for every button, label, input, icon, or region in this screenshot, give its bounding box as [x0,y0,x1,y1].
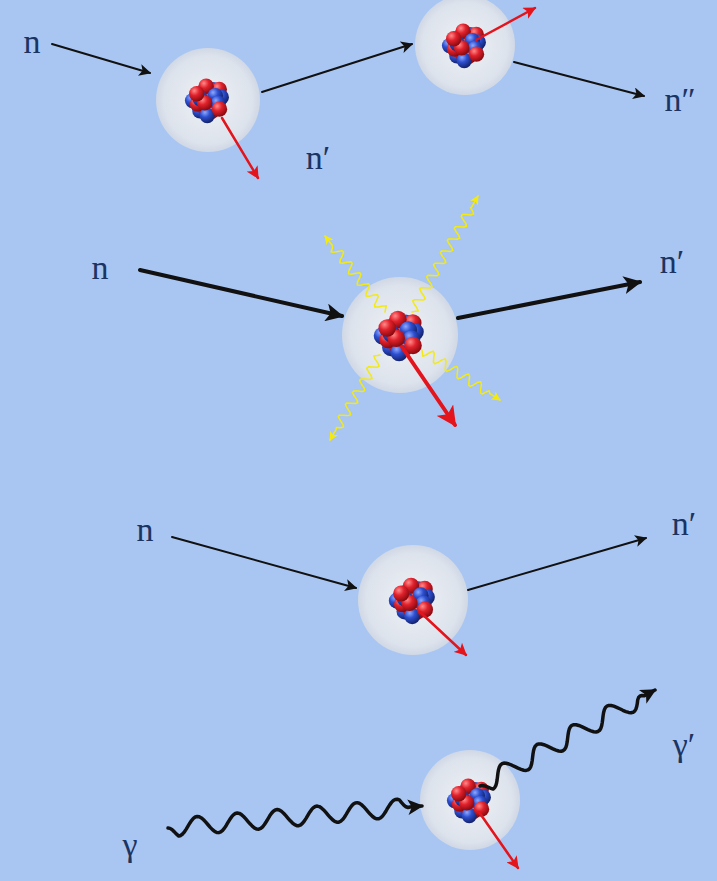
label-holder: n [92,251,109,285]
neutron-path [514,62,644,96]
nucleus [389,578,435,625]
recoil-arrow [222,118,258,178]
nucleus [442,24,486,69]
photon-path [480,690,655,789]
recoil-arrow [420,612,466,655]
neutron-path [140,270,342,316]
nucleus-halo [156,48,260,152]
label-holder: n′ [660,245,684,279]
particle-label: n′ [672,505,696,542]
label-holder: n″ [664,83,695,117]
label-holder: n [137,513,154,547]
proton [393,585,409,601]
nucleus [374,311,424,362]
recoil-arrow [479,812,518,868]
particle-label: n [137,511,154,548]
neutron-path [52,44,150,73]
label-holder: n′ [306,141,330,175]
nucleus-halo [415,0,515,95]
proton [446,31,461,46]
gamma-emission [412,196,478,312]
label-holder: n [24,25,41,59]
particle-label: γ [122,826,137,863]
proton [469,46,484,61]
particle-label: n [92,249,109,286]
recoil-arrow [402,347,455,425]
nucleus-halo [342,277,458,393]
nucleus [185,79,229,124]
proton [378,319,396,337]
particle-label: n [24,23,41,60]
proton [451,786,466,801]
label-holder: n′ [672,507,696,541]
neutron-path [468,538,646,590]
neutron-path [262,44,412,92]
nucleus-halo [420,750,520,850]
nucleus-halo [358,545,468,655]
neutron-path [172,537,356,588]
gamma-emission [325,236,386,312]
gamma-emission [330,355,380,440]
particle-label: γ′ [673,726,695,763]
label-holder: γ′ [673,728,695,762]
particle-label: n″ [664,81,695,118]
particle-label: n′ [306,139,330,176]
photon-path [168,799,422,836]
label-holder: γ [122,828,137,862]
particle-label: n′ [660,243,684,280]
proton [189,86,204,101]
recoil-arrow [476,8,535,40]
proton [212,101,227,116]
neutron-path [458,282,640,318]
